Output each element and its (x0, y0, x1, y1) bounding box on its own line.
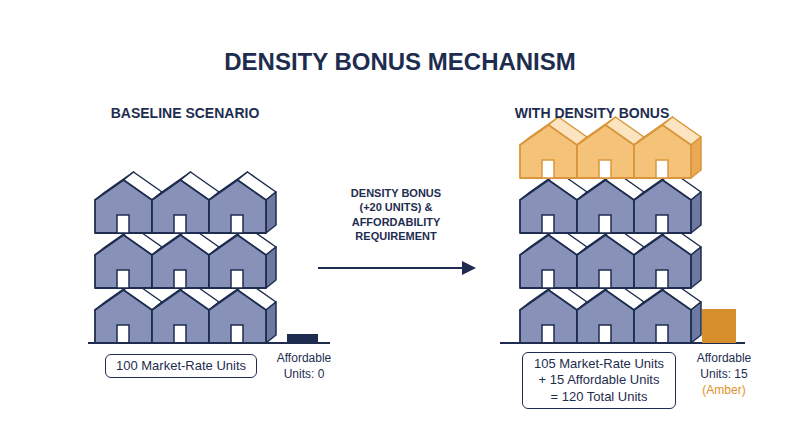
market-house (209, 282, 276, 343)
affordable-count: Affordable Units: 15 (684, 351, 764, 382)
side-face (691, 192, 701, 233)
door (599, 160, 611, 178)
scenario-heading: BASELINE SCENARIO (111, 104, 260, 122)
bonus-house (634, 117, 701, 178)
house-body (209, 235, 266, 288)
house-body (520, 180, 577, 233)
house-body (95, 290, 152, 343)
house-body (634, 180, 691, 233)
house-body (152, 290, 209, 343)
side-face (691, 247, 701, 288)
side-face (691, 137, 701, 178)
door (656, 215, 668, 233)
door (656, 325, 668, 343)
door (542, 270, 554, 288)
bonus-building (520, 117, 701, 343)
color-note: (Amber) (702, 383, 745, 399)
scenario-heading: WITH DENSITY BONUS (515, 104, 670, 122)
arrow-label: DENSITY BONUS (+20 UNITS) & AFFORDABILIT… (348, 186, 444, 243)
house-body (577, 235, 634, 288)
affordable-count: Affordable Units: 0 (268, 351, 340, 382)
house-body (152, 235, 209, 288)
affordable-bar (702, 309, 736, 343)
summary-box: 100 Market-Rate Units (105, 354, 257, 378)
market-house (634, 282, 701, 343)
house-body (520, 290, 577, 343)
door (656, 160, 668, 178)
house-body (520, 125, 577, 178)
door (656, 270, 668, 288)
diagram-title: DENSITY BONUS MECHANISM (224, 46, 576, 77)
side-face (266, 192, 276, 233)
affordable-bar (287, 334, 318, 343)
house-body (520, 235, 577, 288)
house-body (577, 180, 634, 233)
door (174, 215, 186, 233)
door (174, 270, 186, 288)
house-body (209, 180, 266, 233)
house-body (634, 235, 691, 288)
transition-arrow (318, 267, 466, 269)
door (231, 270, 243, 288)
box-text: 100 Market-Rate Units (116, 358, 246, 374)
door (542, 160, 554, 178)
house-body (577, 125, 634, 178)
door (542, 325, 554, 343)
summary-box: 105 Market-Rate Units + 15 Affordable Un… (522, 352, 676, 409)
house-body (634, 290, 691, 343)
box-text: 105 Market-Rate Units + 15 Affordable Un… (533, 356, 665, 405)
house-body (209, 290, 266, 343)
door (231, 325, 243, 343)
side-face (266, 247, 276, 288)
door (599, 270, 611, 288)
house-body (152, 180, 209, 233)
market-house (634, 227, 701, 288)
side-face (691, 302, 701, 343)
market-house (209, 227, 276, 288)
house-body (577, 290, 634, 343)
door (174, 325, 186, 343)
baseline-building (95, 172, 276, 343)
side-face (266, 302, 276, 343)
house-body (95, 180, 152, 233)
door (542, 215, 554, 233)
market-house (634, 172, 701, 233)
arrowhead (462, 261, 476, 275)
door (599, 325, 611, 343)
door (117, 215, 129, 233)
door (599, 215, 611, 233)
door (117, 270, 129, 288)
door (231, 215, 243, 233)
market-house (209, 172, 276, 233)
house-body (634, 125, 691, 178)
door (117, 325, 129, 343)
house-body (95, 235, 152, 288)
